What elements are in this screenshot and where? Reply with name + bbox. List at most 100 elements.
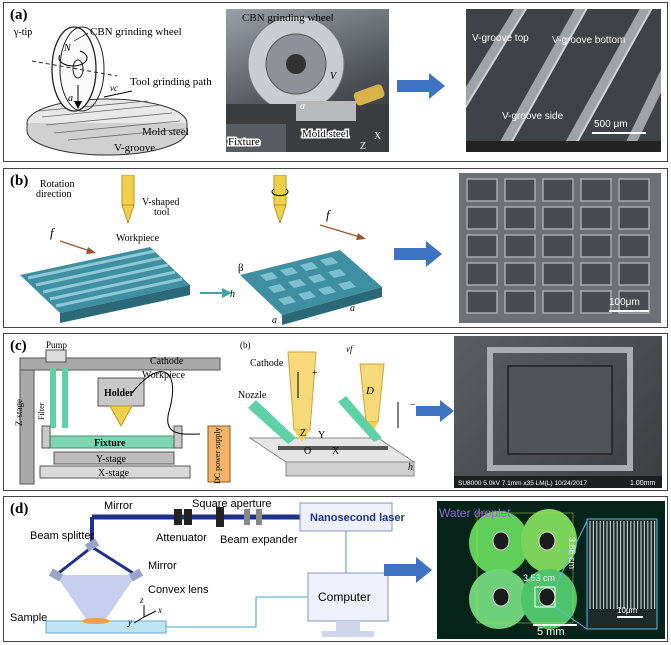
x-stage-label: X-stage xyxy=(98,468,130,479)
gamma-tip-label: γ-tip xyxy=(13,27,32,38)
pyramid-cell xyxy=(580,178,612,202)
panel-label-c: (c) xyxy=(10,338,27,354)
pyramid-cell xyxy=(618,178,650,202)
d-label: D xyxy=(365,385,374,397)
cathode2-label: Cathode xyxy=(250,358,284,369)
pyramid-cell xyxy=(542,290,574,314)
workpiece-c-label: Workpiece xyxy=(142,370,186,381)
filter-label: Filter xyxy=(37,402,46,420)
beam-expander-label: Beam expander xyxy=(220,534,298,546)
mirror2-label: Mirror xyxy=(148,560,177,572)
dc-power-label: DC power supply xyxy=(213,428,222,484)
sem-c-caption: SU8000 5.0kV 7.1mm x35 LM(L) 10/24/2017 xyxy=(458,480,587,487)
workpiece-label: Workpiece xyxy=(116,233,160,244)
pyramid-cell xyxy=(580,206,612,230)
v-tool-label: V-shaped xyxy=(142,197,179,208)
v-groove-label: V-groove xyxy=(114,142,155,154)
pyramid-cell xyxy=(504,206,536,230)
laser-setup-schematic: Mirror Square aperture Beam splitter Att… xyxy=(10,498,405,637)
panel-b: (b) Rotat xyxy=(3,168,668,328)
attenuator-label: Attenuator xyxy=(156,532,207,544)
clover-drawing: Water droplet 3.86 cm 3.53 cm 5 mm 10μm xyxy=(439,506,658,638)
pyramid-cell xyxy=(580,262,612,286)
pyramid-cell xyxy=(542,178,574,202)
fixture-label: Fixture xyxy=(94,438,126,449)
axis-d-x: x xyxy=(157,605,162,615)
grinding-machine-photo: CBN grinding wheel Fixture Mold steel V … xyxy=(226,9,389,152)
photo-x-label: X xyxy=(374,131,382,142)
convex-lens-label: Convex lens xyxy=(148,584,209,596)
pyramid-cell xyxy=(466,206,498,230)
dim-2-label: 3.53 cm xyxy=(523,573,555,583)
sem-top-label: V-groove top xyxy=(472,33,529,44)
wheel-label: CBN grinding wheel xyxy=(90,26,182,38)
grinding-wheel xyxy=(31,26,118,112)
panel-label-a: (a) xyxy=(10,7,28,23)
h-c-label: h xyxy=(408,462,413,473)
scale-main-label: 5 mm xyxy=(537,626,565,638)
a-label-2: a xyxy=(350,303,355,314)
pyramid-cell xyxy=(618,234,650,258)
vc-label: vc xyxy=(110,83,118,93)
y-stage-label: Y-stage xyxy=(96,454,127,465)
pyramid-cell xyxy=(618,290,650,314)
mold-steel-block xyxy=(26,98,188,156)
n-label: N xyxy=(63,43,72,54)
pyramid-cell xyxy=(504,262,536,286)
sem-grooves: V-groove top V-groove bottom V-groove si… xyxy=(466,9,661,152)
mold-steel-label: Mold steel xyxy=(142,126,189,138)
pyramid-cell xyxy=(504,290,536,314)
sem-scale-label: 500 μm xyxy=(594,119,628,130)
pyramid-cell xyxy=(618,206,650,230)
arrow-a xyxy=(397,73,445,99)
cathode-label: Cathode xyxy=(150,356,184,367)
minus-sign: − xyxy=(410,400,416,411)
pump-label: Pump xyxy=(46,340,68,350)
grinding-schematic: γ-tip CBN grinding wheel N a vc Tool gri… xyxy=(13,26,212,156)
sem-c-scale: 1.00mm xyxy=(630,480,655,487)
axis-x: X xyxy=(332,446,340,457)
panel-label-b: (b) xyxy=(10,173,29,189)
photo-v-label: V xyxy=(330,71,338,82)
nozzle-label: Nozzle xyxy=(238,390,267,401)
square-aperture-label: Square aperture xyxy=(192,498,272,510)
clover-sample-photo: Water droplet 3.86 cm 3.53 cm 5 mm 10μm xyxy=(437,501,665,639)
sem-side-label: V-groove side xyxy=(502,111,564,122)
pyramid-cell xyxy=(618,262,650,286)
vf-label: vf xyxy=(346,344,354,354)
beam-splitter-label: Beam splitter xyxy=(30,530,95,542)
photo-mold-label: Mold steel xyxy=(302,128,349,140)
a-label: a xyxy=(68,93,73,104)
rotation-label: Rotation xyxy=(40,179,74,190)
beta-label: β xyxy=(238,262,244,274)
pyramid-cell xyxy=(542,234,574,258)
pyramid-cell xyxy=(504,178,536,202)
a-label-1: a xyxy=(272,315,277,325)
v-tool-schematic: Rotation direction V-shaped tool Workpie… xyxy=(20,175,382,325)
photo-fixture-label: Fixture xyxy=(228,136,260,148)
water-droplet-label: Water droplet xyxy=(439,506,511,520)
sem-pyramid-array: 100μm xyxy=(459,173,661,323)
grinding-path-label: Tool grinding path xyxy=(130,76,212,88)
laser-label: Nanosecond laser xyxy=(310,512,405,524)
z-stage-label: Z-stage xyxy=(14,399,24,426)
panel-label-d: (d) xyxy=(10,501,29,517)
holder-label: Holder xyxy=(104,388,135,399)
arrow-b xyxy=(394,241,442,267)
pyramid-cell xyxy=(466,262,498,286)
scale-inset-label: 10μm xyxy=(617,606,638,615)
axis-z: Z xyxy=(300,428,306,439)
photo-a-label: a xyxy=(300,101,305,112)
panel-c: (c) Pump Z-stage Filter Holder Cathode W… xyxy=(3,333,668,491)
arrow-d xyxy=(384,557,432,583)
sem-square-cavity: SU8000 5.0kV 7.1mm x35 LM(L) 10/24/2017 … xyxy=(454,336,662,488)
plus-sign: + xyxy=(312,368,318,379)
direction-label: direction xyxy=(36,189,72,200)
pyramid-cell xyxy=(580,290,612,314)
axis-d-y: y xyxy=(127,617,132,627)
panel-d: (d) Mirror Square aperture Beam splitter… xyxy=(3,496,668,642)
h-label: h xyxy=(230,289,235,300)
computer-label: Computer xyxy=(318,590,371,604)
sem-bottom-label: V-groove bottom xyxy=(552,35,625,46)
dim-1-label: 3.86 cm xyxy=(567,537,577,569)
